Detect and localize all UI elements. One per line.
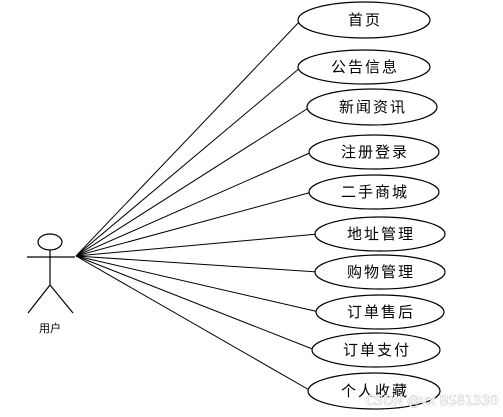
actor-right-leg bbox=[49, 284, 74, 314]
actor-left-leg bbox=[27, 284, 51, 314]
use-case-label: 新闻资讯 bbox=[339, 98, 407, 116]
use-case-label: 公告信息 bbox=[331, 58, 399, 76]
association-line bbox=[75, 255, 312, 392]
use-case: 购物管理 bbox=[314, 254, 446, 290]
use-case: 订单支付 bbox=[311, 332, 441, 368]
actor-head bbox=[37, 233, 63, 251]
use-case-ellipse bbox=[308, 174, 440, 210]
use-case: 注册登录 bbox=[308, 134, 440, 170]
use-case-ellipse bbox=[306, 88, 438, 126]
use-case: 首页 bbox=[297, 1, 431, 39]
association-line bbox=[75, 151, 313, 257]
watermark-text: CSDN @vx BS81330 bbox=[366, 394, 498, 409]
use-case-label: 二手商城 bbox=[341, 183, 409, 201]
association-lines bbox=[75, 19, 320, 392]
use-case-ellipse bbox=[314, 216, 446, 252]
use-case-label: 注册登录 bbox=[341, 143, 409, 161]
use-case: 新闻资讯 bbox=[306, 88, 438, 126]
use-case: 个人收藏 bbox=[307, 372, 441, 410]
association-line bbox=[75, 66, 302, 257]
use-case: 二手商城 bbox=[308, 174, 440, 210]
use-case-ellipse bbox=[315, 294, 445, 330]
use-case: 公告信息 bbox=[297, 49, 431, 85]
association-line bbox=[75, 255, 320, 313]
use-case-ellipse bbox=[311, 332, 441, 368]
association-line bbox=[75, 19, 302, 257]
use-case-ellipse bbox=[308, 134, 440, 170]
use-case-label: 订单支付 bbox=[343, 341, 411, 359]
use-case-ellipse bbox=[314, 254, 446, 290]
use-case: 地址管理 bbox=[314, 216, 446, 252]
use-case-ellipse bbox=[297, 1, 431, 39]
use-case-label: 地址管理 bbox=[347, 225, 415, 243]
association-line bbox=[75, 233, 319, 257]
actor-label: 用户 bbox=[39, 321, 61, 335]
use-case-label: 个人收藏 bbox=[341, 382, 409, 400]
use-case-label: 订单售后 bbox=[347, 303, 415, 321]
use-case-label: 购物管理 bbox=[347, 263, 415, 281]
actor-figure: 用户 bbox=[27, 233, 75, 335]
use-case: 订单售后 bbox=[315, 294, 445, 330]
use-case-label: 首页 bbox=[348, 11, 382, 29]
association-line bbox=[75, 255, 316, 351]
association-line bbox=[75, 255, 319, 273]
association-line bbox=[75, 106, 311, 257]
use-case-ellipse bbox=[297, 49, 431, 85]
use-case-ellipse bbox=[307, 372, 441, 410]
association-line bbox=[75, 191, 313, 257]
